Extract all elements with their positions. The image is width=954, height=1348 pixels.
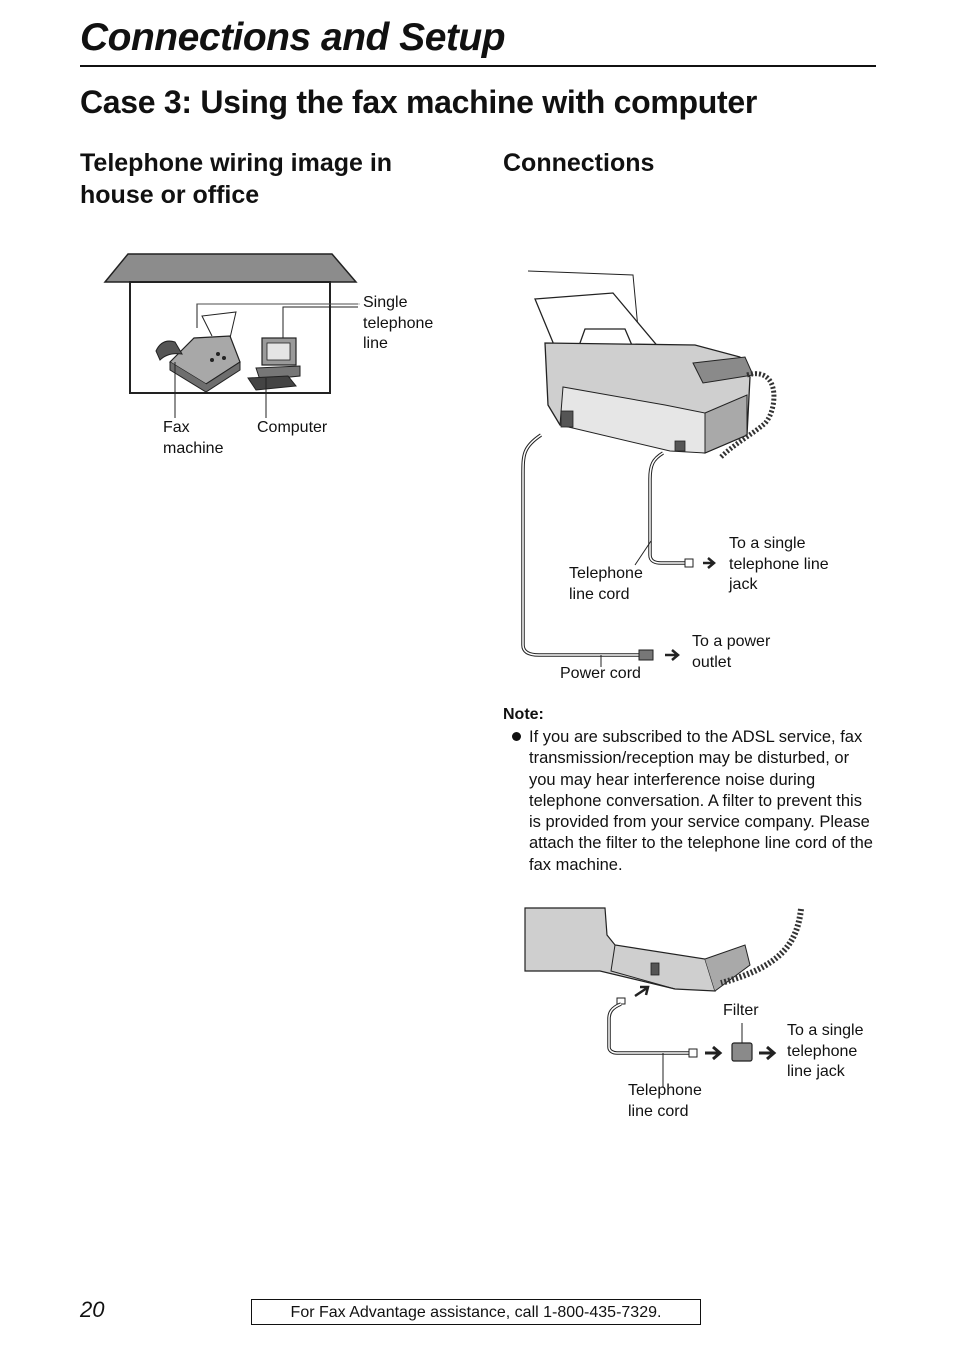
arrow-to-phone-jack	[703, 557, 716, 569]
connections-heading: Connections	[503, 149, 655, 177]
computer-label: Computer	[257, 419, 328, 436]
fax-machine-detail-icon	[524, 907, 804, 992]
note-title: Note:	[503, 706, 544, 723]
page-heading: Case 3: Using the fax machine with compu…	[80, 84, 758, 120]
line-cord-leader	[634, 540, 652, 566]
house-roof	[103, 253, 358, 283]
line-cord-top-plug	[616, 997, 626, 1005]
fax-machine-rear-icon	[527, 270, 777, 459]
line-cord-plug	[684, 558, 694, 568]
filter-label: Filter	[723, 1002, 759, 1019]
power-plug	[638, 649, 654, 661]
wiring-heading: Telephone wiring image in house or offic…	[80, 149, 393, 209]
arrow-to-filter	[705, 1045, 723, 1061]
house-wiring-illustration	[103, 253, 440, 418]
power-socket	[560, 410, 574, 428]
note-list: If you are subscribed to the ADSL servic…	[503, 727, 878, 876]
fax-machine-icon	[155, 311, 241, 393]
computer-icon	[247, 337, 301, 391]
handset-coil-cord	[719, 371, 777, 459]
line-cord-plug	[688, 1048, 698, 1058]
arrow-to-socket	[634, 985, 650, 998]
connections-illustration	[521, 270, 777, 667]
telephone-line-cord	[648, 451, 685, 565]
power-cord-label: Power cord	[560, 665, 641, 682]
section-title: Connections and Setup	[80, 16, 506, 59]
power-cord	[521, 433, 645, 657]
arrow-to-jack	[759, 1045, 777, 1061]
page-number: 20	[80, 1297, 105, 1322]
arrow-to-power-outlet	[665, 649, 680, 661]
filter-illustration	[524, 907, 804, 1087]
line-socket	[650, 962, 660, 976]
note-item: If you are subscribed to the ADSL servic…	[503, 727, 878, 876]
assistance-box: For Fax Advantage assistance, call 1-800…	[251, 1299, 701, 1325]
telephone-line-cord	[607, 1002, 689, 1055]
line-socket	[674, 440, 686, 452]
filter-icon	[731, 1042, 753, 1062]
title-rule	[80, 65, 876, 67]
handset-coil-cord	[720, 908, 804, 986]
